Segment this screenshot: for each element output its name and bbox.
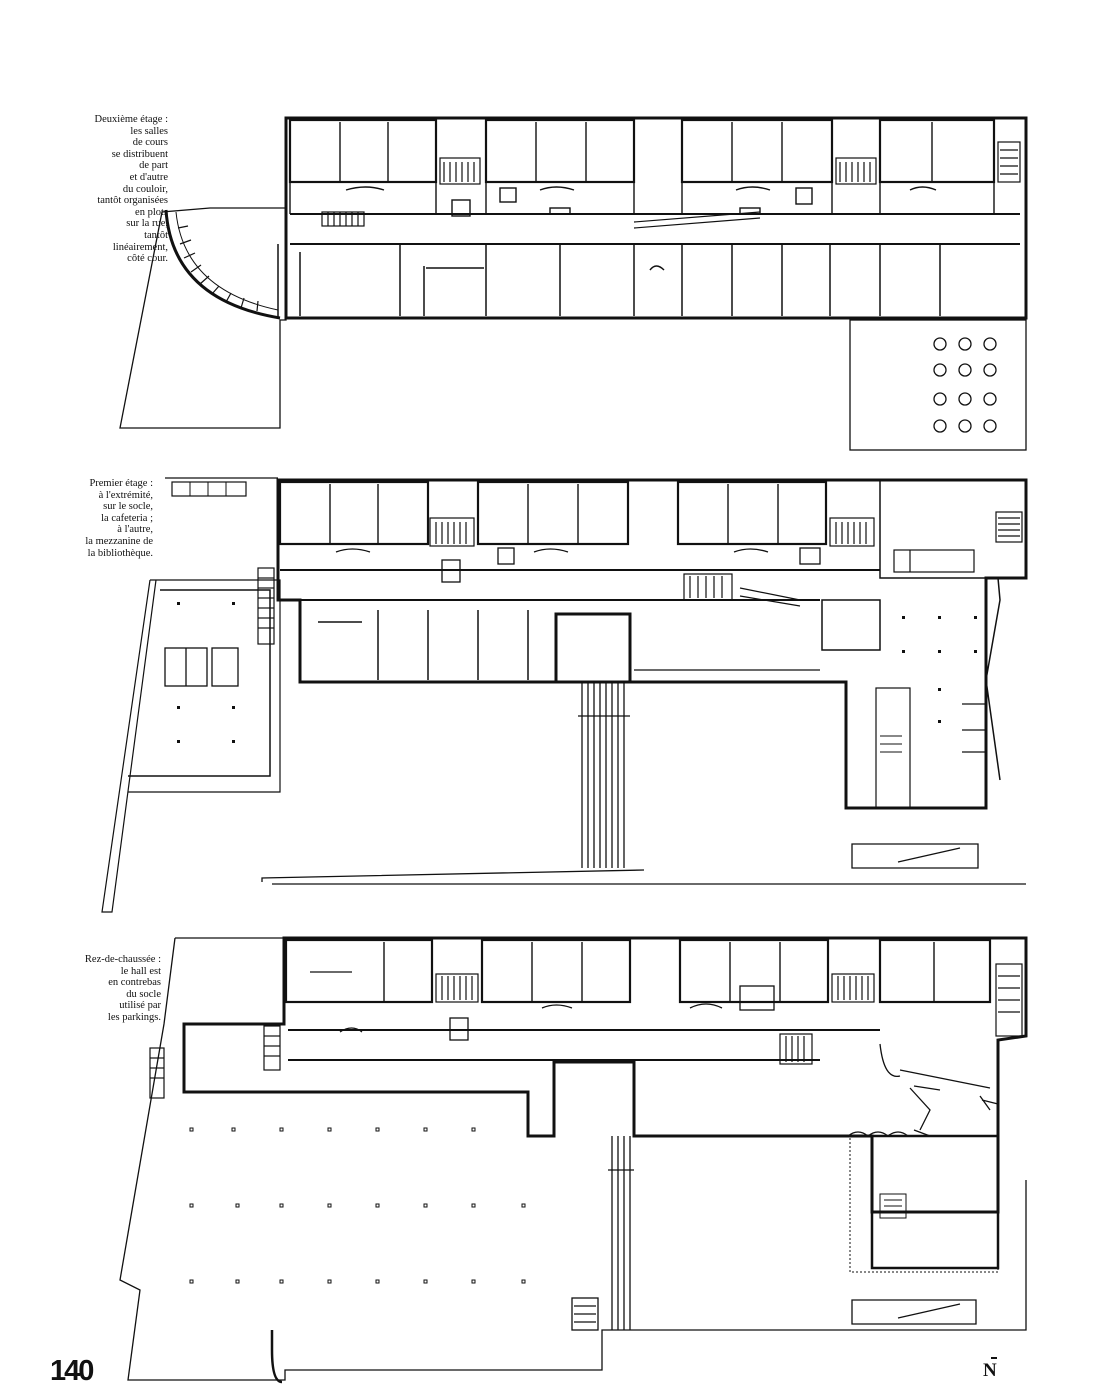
second-floor-plan — [119, 116, 1028, 451]
caption-line: utilisé par — [119, 1000, 161, 1012]
caption-line: les salles — [130, 125, 168, 137]
caption-line: du couloir, — [122, 183, 168, 195]
curved-stair — [177, 225, 259, 312]
caption-line: Rez-de-chaussée : — [84, 954, 161, 965]
caption-line: Deuxième étage : — [94, 114, 168, 125]
caption-ground-floor: Rez-de-chaussée : le hall est en contreb… — [40, 954, 161, 1024]
caption-second-floor: Deuxième étage : les salles de cours se … — [40, 114, 168, 265]
caption-line: côté cour. — [127, 253, 168, 265]
caption-line: la cafeteria ; — [101, 512, 153, 524]
caption-line: Premier étage : — [89, 478, 153, 489]
page-number: 140 — [50, 1355, 94, 1387]
caption-line: tantôt — [144, 229, 168, 241]
caption-line: la mezzanine de — [85, 535, 153, 547]
caption-line: en plots — [135, 206, 168, 218]
first-floor-plan — [101, 477, 1028, 913]
caption-line: les parkings. — [107, 1011, 161, 1023]
stairs — [321, 141, 1021, 229]
caption-line: linéairement, — [112, 241, 168, 253]
caption-line: la bibliothèque. — [87, 547, 153, 559]
caption-line: sur la rue, — [126, 218, 168, 230]
caption-line: de cours — [132, 137, 168, 149]
entrance-stair — [571, 1136, 634, 1331]
ground-floor-plan — [119, 936, 1028, 1384]
caption-line: le hall est — [120, 965, 161, 977]
caption-line: à l'autre, — [117, 524, 153, 536]
bridge-stair — [578, 669, 820, 868]
caption-line: tantôt organisées — [97, 195, 168, 207]
caption-line: de part — [139, 160, 168, 172]
caption-line: en contrebas — [108, 977, 161, 989]
caption-line: du socle — [126, 988, 161, 1000]
column-grid — [933, 337, 997, 433]
caption-line: et d'autre — [129, 171, 168, 183]
caption-line: sur le socle, — [103, 501, 153, 513]
caption-first-floor: Premier étage : à l'extrémité, sur le so… — [20, 478, 153, 559]
north-label: N — [983, 1360, 997, 1381]
caption-line: se distribuent — [111, 148, 168, 160]
caption-line: à l'extrémité, — [98, 489, 153, 501]
north-arrow-icon — [991, 1357, 997, 1359]
stairs — [149, 963, 1023, 1099]
stairs — [257, 511, 1023, 645]
